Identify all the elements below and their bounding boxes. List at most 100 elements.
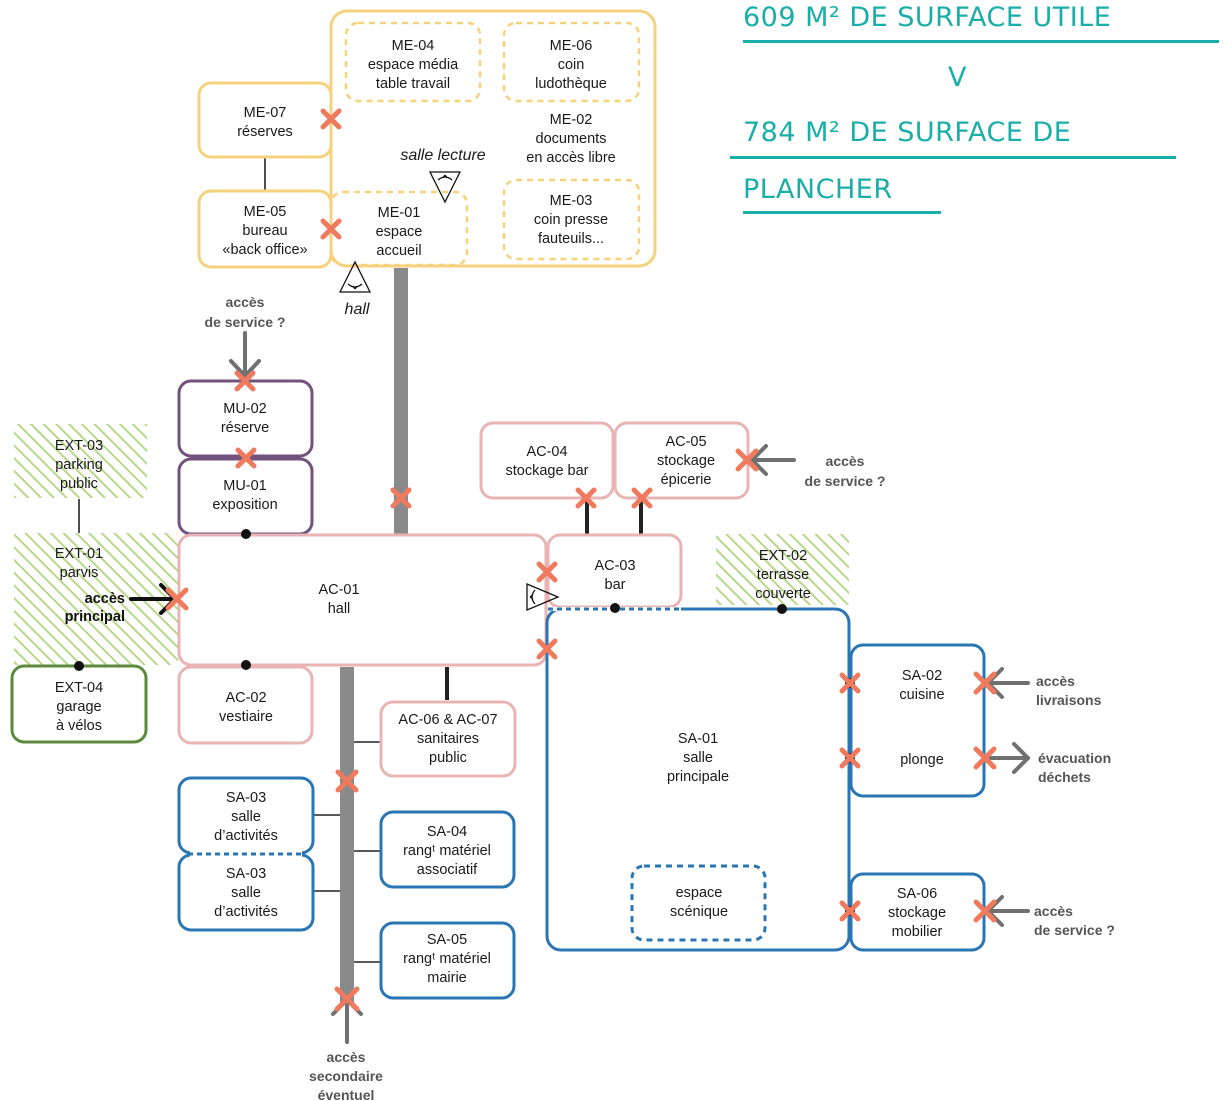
label-access-livraisons-line-2: livraisons [1036,692,1102,708]
label-sa06-line-3: mobilier [892,924,943,940]
zone-ext03 [14,424,147,498]
label-scene-line-1: espace [676,885,723,901]
door-cross-ac05-service [735,448,759,472]
door-cross-plonge [839,747,861,769]
label-ext01-line-2: parvis [60,565,99,581]
label-access-evacuation-line-2: déchets [1038,769,1091,785]
label-access-secondaire-line-2: secondaire [309,1068,383,1084]
door-cross-mu02 [234,370,256,392]
label-sa02-line-2: cuisine [899,687,944,703]
door-cross-ac04 [575,487,597,509]
label-plonge-line-1: plonge [900,752,944,768]
label-me02-line-3: en accès libre [526,150,615,166]
label-access-service-top-line-1: accès [226,294,265,310]
label-ac05-line-1: AC-05 [665,434,706,450]
headline-surface-utile: 609 M² DE SURFACE UTILE [743,2,1112,33]
label-salle-lecture-line-1: salle lecture [400,147,485,164]
label-sa04-line-1: SA-04 [427,824,467,840]
box-ac0607 [379,700,517,778]
label-access-evacuation-line-1: évacuation [1038,750,1111,766]
label-sa06-line-2: stockage [888,905,946,921]
label-me05-line-2: bureau [242,223,287,239]
label-ext04-line-1: EXT-04 [55,680,103,696]
label-access-service-top-line-2: de service ? [205,314,286,330]
door-cross-sa06 [839,900,861,922]
label-access-livraisons-line-1: accès [1036,673,1075,689]
label-me03-line-2: coin presse [534,212,608,228]
label-hall-eye-line-1: hall [345,301,370,318]
label-me03-line-3: fauteuils... [538,231,604,247]
label-sa06-line-1: SA-06 [897,886,937,902]
corridor-north [394,268,408,534]
label-sa03a-line-2: salle [231,809,261,825]
label-sa01-line-3: principale [667,769,729,785]
box-me03 [502,178,641,261]
label-ext01-line-1: EXT-01 [55,546,103,562]
label-sa05-line-1: SA-05 [427,932,467,948]
door-cross-livraisons [973,671,997,695]
eye-salle-lecture [428,171,462,204]
label-ac04-line-2: stockage bar [505,463,588,479]
label-ext03-line-3: public [60,476,98,492]
label-me04-line-2: espace média [368,57,459,73]
label-mu02-line-2: réserve [221,420,269,436]
label-sa03a-line-3: d’activités [214,828,278,844]
door-cross-ac05-bar [631,487,653,509]
label-sa03a-line-1: SA-03 [226,790,266,806]
label-sa01-line-1: SA-01 [678,731,718,747]
door-cross-secondaire [334,986,360,1012]
label-ac05-line-2: stockage [657,453,715,469]
label-sa04-line-3: associatif [417,862,478,878]
door-cross-sa06-service [973,899,997,923]
box-mu02 [177,379,314,458]
box-me04 [344,21,482,103]
label-ac03-line-1: AC-03 [594,558,635,574]
box-sa05 [379,921,516,1000]
eye-bar [526,583,560,611]
label-access-secondaire-line-1: accès [327,1049,366,1065]
label-ac05-line-3: épicerie [661,472,712,488]
zone-ext02 [716,534,849,605]
corridor-south [340,667,354,1004]
label-ext03-line-2: parking [55,457,103,473]
headline-surface-plancher: 784 M² DE SURFACE DE [743,117,1072,148]
label-me02-line-2: documents [536,131,607,147]
label-me01-line-2: espace [376,224,423,240]
label-sa04-line-2: rangᵗ matériel [403,843,491,859]
label-ac0607-line-3: public [429,750,467,766]
door-cross-corridor-south [335,769,359,793]
label-ext02-line-3: couverte [755,586,811,602]
headline-plancher: PLANCHER [743,174,893,205]
label-access-service-ac05-line-1: accès [826,453,865,469]
label-ac0607-line-1: AC-06 & AC-07 [398,712,497,728]
label-me03-line-1: ME-03 [550,193,593,209]
label-sa03b-line-3: d’activités [214,904,278,920]
door-cross-corridor-north [390,487,412,509]
headline-versus: V [948,62,967,93]
door-cross-ac01-sa01 [536,638,558,660]
label-ac02-line-1: AC-02 [225,690,266,706]
arrow-service-ac05 [750,444,796,476]
label-me05-line-3: «back office» [222,242,307,258]
box-sa04 [379,810,516,889]
label-sa05-line-3: mairie [427,970,466,986]
label-ac03-line-2: bar [605,577,626,593]
label-me07-line-1: ME-07 [244,105,287,121]
label-me05-line-1: ME-05 [244,204,287,220]
label-ac02-line-2: vestiaire [219,709,273,725]
label-access-service-sa06-line-1: accès [1034,903,1073,919]
arrow-service-top [229,331,261,378]
headline-underline-1 [743,40,1219,43]
label-sa03b-line-1: SA-03 [226,866,266,882]
door-cross-sa02 [839,672,861,694]
door-cross-mu01 [235,447,257,469]
label-me01-line-1: ME-01 [378,205,421,221]
label-sa01-line-2: salle [683,750,713,766]
label-me02-line-1: ME-02 [550,112,593,128]
label-access-secondaire-line-3: éventuel [318,1087,375,1101]
label-ac04-line-1: AC-04 [526,444,567,460]
door-cross-ac03 [536,561,558,583]
door-cross-principal [165,587,189,611]
dot-ext04 [74,661,84,671]
box-me06 [502,21,641,103]
